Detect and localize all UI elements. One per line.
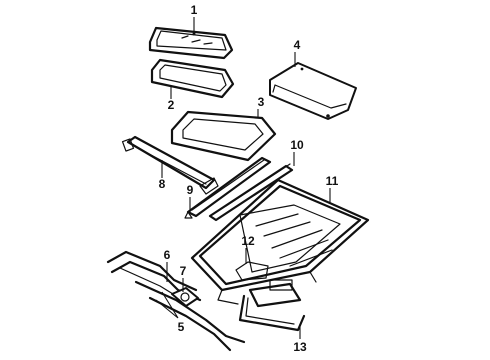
- callout-11: 11: [326, 174, 339, 188]
- callout-12: 12: [241, 234, 255, 248]
- callout-13: 13: [293, 340, 307, 354]
- callout-9: 9: [187, 183, 194, 197]
- sunshade-panel: [269, 62, 357, 120]
- callout-6: 6: [164, 248, 171, 262]
- callout-3: 3: [258, 95, 265, 109]
- callout-2: 2: [168, 98, 175, 112]
- long-rail: [208, 163, 294, 222]
- callout-4: 4: [294, 38, 301, 52]
- callout-7: 7: [180, 264, 187, 278]
- drain-tube: [238, 282, 306, 332]
- drive-cables: [106, 250, 246, 352]
- callout-5: 5: [178, 320, 185, 334]
- side-rail: [184, 156, 272, 219]
- callout-10: 10: [290, 138, 304, 152]
- leader-lines: [155, 17, 331, 339]
- guide-rail: [121, 135, 219, 195]
- drive-motor: [171, 287, 199, 307]
- frame: [170, 110, 277, 162]
- callout-1: 1: [191, 3, 198, 17]
- glass-panel: [148, 26, 234, 60]
- callout-8: 8: [159, 177, 166, 191]
- glass-seal: [150, 58, 235, 99]
